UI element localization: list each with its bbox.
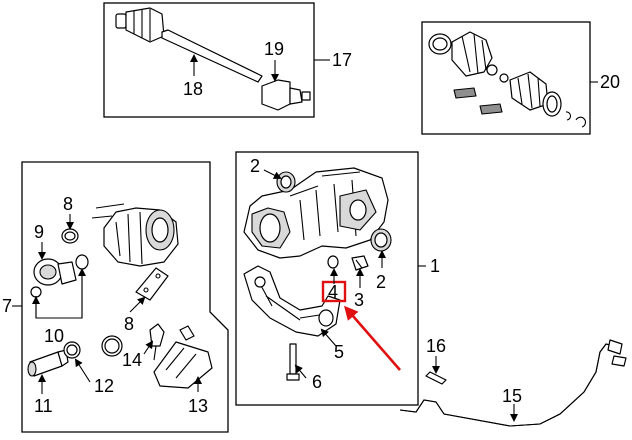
red-pointer-arrow [344,305,401,371]
o-ring-right [75,254,89,270]
leader-8-lower [129,296,146,313]
callout-7: 7 [2,296,12,316]
callout-2-upper: 2 [250,156,260,176]
drain-plug [351,255,369,271]
differential-carrier [103,207,179,267]
callout-13: 13 [188,396,208,416]
callout-16: 16 [426,336,446,356]
callout-18: 18 [183,79,203,99]
mount-bracket [243,265,341,337]
vent-hose [399,343,619,427]
axle-outer-joint [261,79,311,111]
callout-11: 11 [34,396,53,416]
boot-kit-group: 20 [421,21,620,135]
callout-12: 12 [94,376,114,396]
o-ring-left [30,286,42,298]
callout-2-right: 2 [376,272,386,292]
leader-12 [74,358,91,383]
callout-9: 9 [34,222,44,242]
axle-shaft-group: 18 19 17 [103,2,352,118]
mount-bolt [286,343,300,381]
pin [425,371,447,385]
assembly-frame [235,151,419,406]
axle-shaft [161,29,263,83]
leader-6 [294,364,307,379]
callout-20: 20 [600,72,620,92]
output-flange [33,258,77,286]
callout-15: 15 [502,386,522,406]
sensor [149,323,165,361]
pin-group: 16 [425,336,447,385]
boot-kit-parts [428,31,586,128]
differential-assembly-group: 2 2 3 4 5 6 1 [235,151,440,406]
o-ring-4 [327,255,339,269]
callout-8-lower: 8 [124,314,134,334]
callout-8-upper: 8 [63,194,73,214]
vent-hose-group: 15 [399,339,627,427]
cover-gasket [135,267,169,301]
callout-10: 10 [44,326,64,346]
differential-housing [243,167,389,259]
actuator-tube [27,349,69,377]
axle-inner-joint [115,7,165,43]
leader-5 [320,328,337,347]
callout-17: 17 [332,50,352,70]
callout-4: 4 [328,282,338,302]
leader-14 [143,340,154,355]
boot-kit-frame [421,21,591,135]
callout-14: 14 [122,350,142,370]
callout-3: 3 [354,290,364,310]
callout-19: 19 [264,39,284,59]
callout-6: 6 [312,372,322,392]
callout-1: 1 [430,256,440,276]
differential-internals-group: 8 9 7 10 8 14 11 12 13 [2,161,229,433]
leader-2-upper [263,169,282,179]
internals-frame [21,161,229,433]
callout-5: 5 [334,342,344,362]
